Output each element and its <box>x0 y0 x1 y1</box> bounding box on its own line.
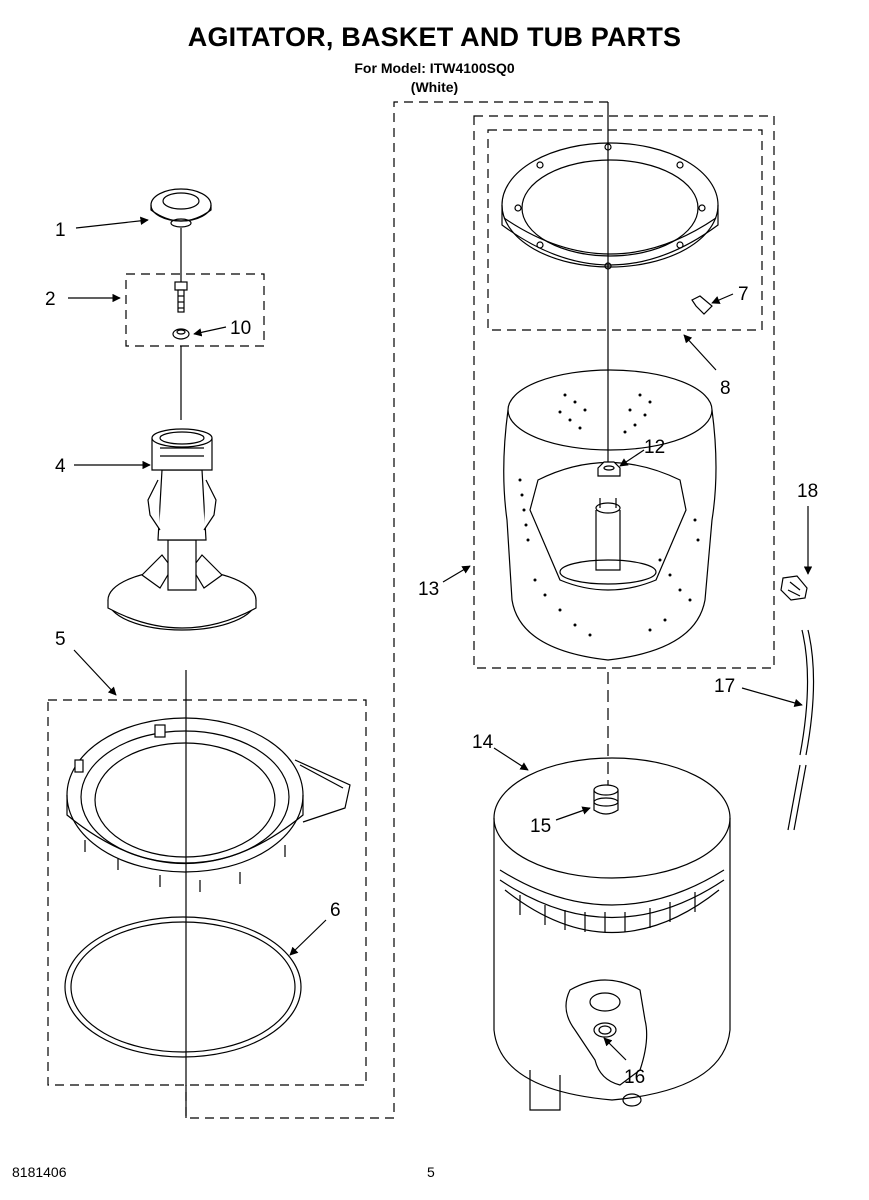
page-title: AGITATOR, BASKET AND TUB PARTS <box>187 22 682 52</box>
agitator-bolt-part <box>174 281 188 313</box>
seal-part <box>593 784 619 815</box>
balance-ring-part <box>501 142 719 270</box>
callout-2: 2 <box>45 289 56 310</box>
agitator-cap-part <box>150 188 212 228</box>
agitator-part <box>107 428 257 631</box>
callout-6: 6 <box>330 900 341 921</box>
callout-7: 7 <box>738 284 749 305</box>
model-label: For Model: ITW4100SQ0 <box>354 60 515 76</box>
callout-5: 5 <box>55 629 66 650</box>
hose-part <box>787 629 815 831</box>
balance-ring-group-box <box>487 129 763 331</box>
callout-arrow-8 <box>683 334 717 371</box>
callout-16: 16 <box>624 1067 645 1088</box>
callout-12: 12 <box>644 437 665 458</box>
tub-ring-part <box>66 717 351 892</box>
tub-gasket-part <box>64 916 302 1058</box>
washer-part <box>172 328 190 340</box>
callout-14: 14 <box>472 732 494 753</box>
callout-17: 17 <box>714 676 735 697</box>
drain-fitting-part <box>593 1022 617 1038</box>
callout-arrow-5 <box>73 649 117 696</box>
callout-arrow-12 <box>619 449 645 467</box>
callout-arrow-13 <box>442 565 471 583</box>
callout-arrow-16 <box>603 1037 627 1061</box>
callout-arrow-10 <box>193 326 227 337</box>
callout-15: 15 <box>530 816 551 837</box>
callout-8: 8 <box>720 378 731 399</box>
tub-ring-group-box <box>47 699 367 1086</box>
callout-1: 1 <box>55 220 66 241</box>
hose-clamp-part <box>780 575 808 601</box>
basket-part <box>503 369 717 661</box>
basket-perforations <box>518 393 700 637</box>
basket-group-box <box>473 115 775 669</box>
document-number: 8181406 <box>12 1164 67 1180</box>
outer-tub-part <box>493 757 731 1111</box>
callout-arrow-6 <box>289 919 327 956</box>
callout-4: 4 <box>55 456 66 477</box>
color-label: (White) <box>410 79 459 95</box>
callout-arrow-7 <box>711 293 734 304</box>
callout-arrow-17 <box>741 687 803 707</box>
callout-arrow-15 <box>555 806 591 821</box>
callout-arrow-1 <box>75 216 149 229</box>
callout-arrow-14 <box>493 747 529 771</box>
clip-part <box>691 295 713 315</box>
callout-18: 18 <box>797 481 818 502</box>
bolt-group-box <box>125 273 265 347</box>
callout-13: 13 <box>418 579 439 600</box>
callout-10: 10 <box>230 318 251 339</box>
basket-nut-part <box>597 461 621 477</box>
page-number: 5 <box>427 1164 435 1180</box>
